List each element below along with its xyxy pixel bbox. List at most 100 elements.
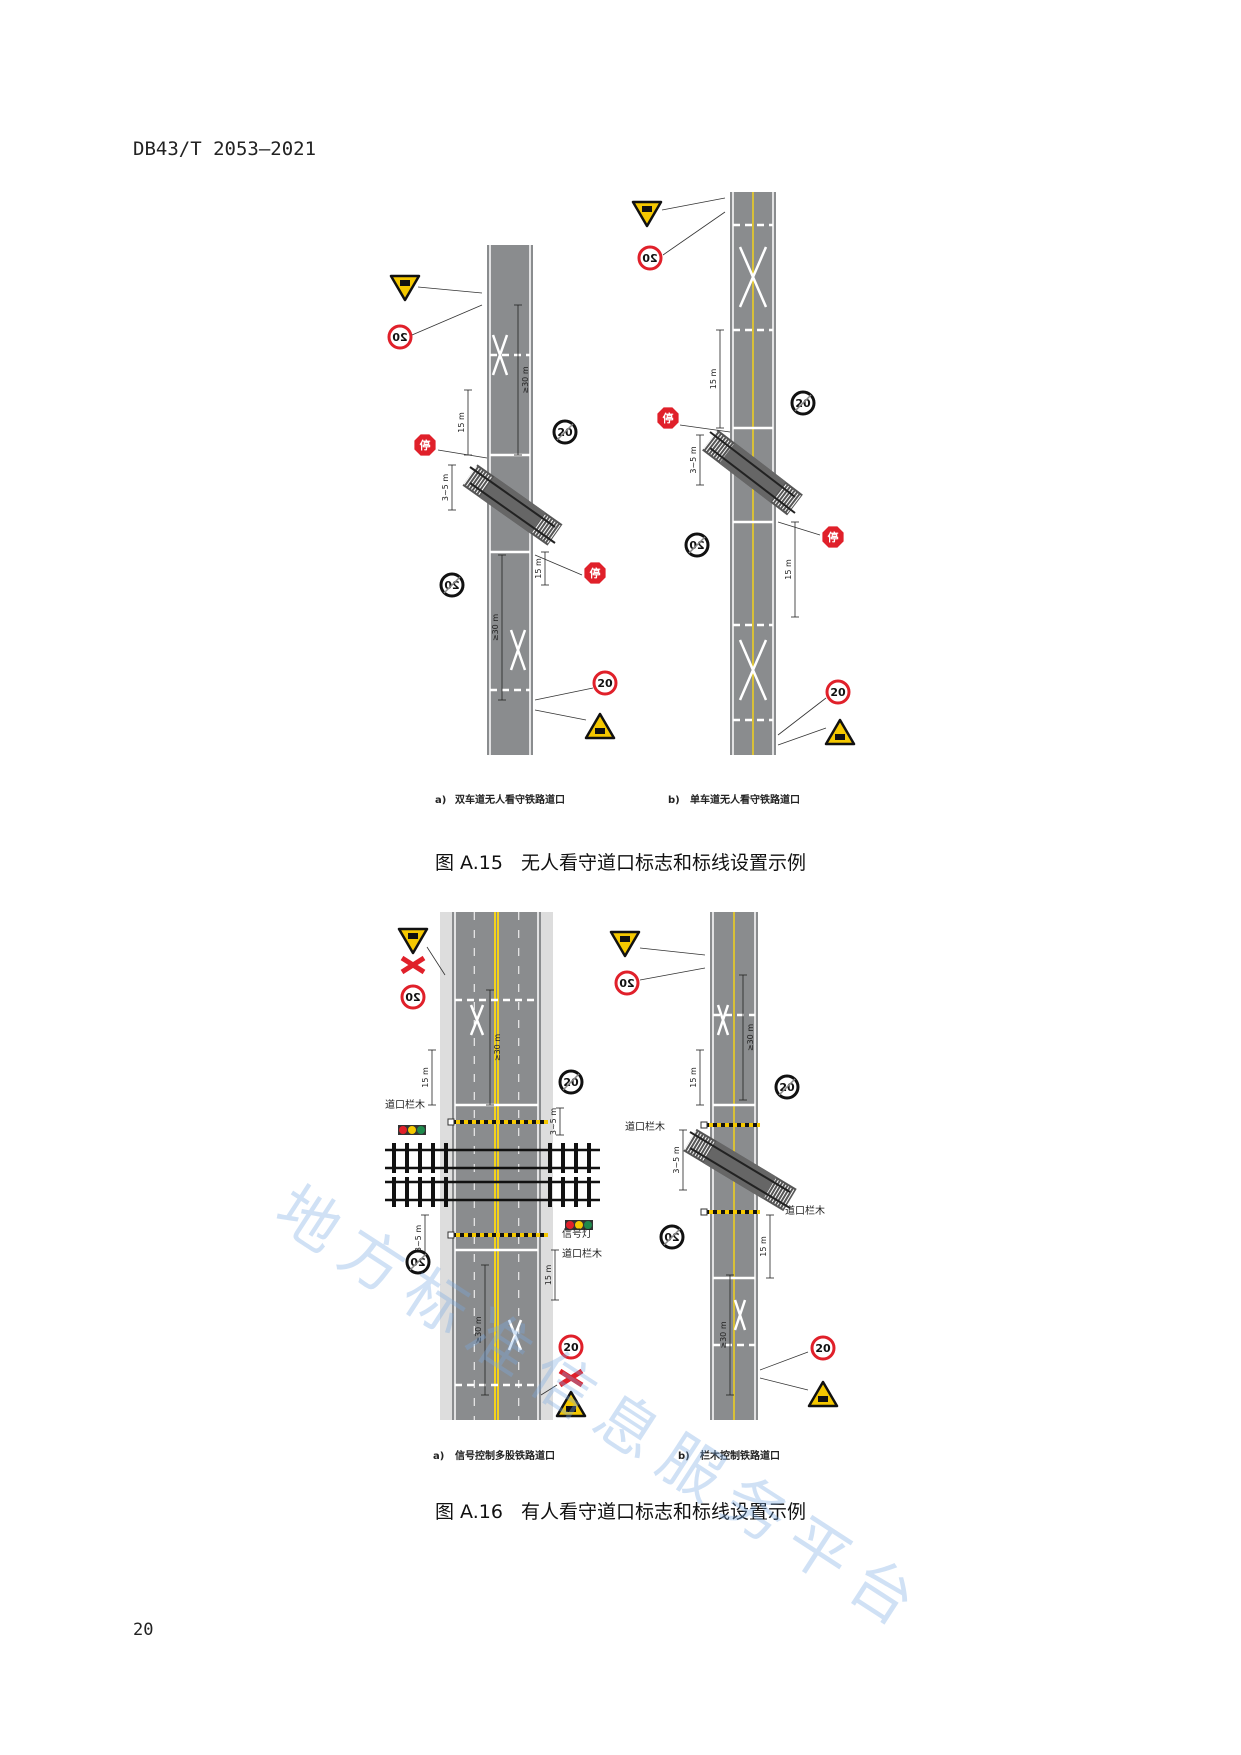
sleeper [574,1143,578,1173]
crossbuck-sign [558,1368,584,1388]
sleeper [548,1143,552,1173]
yield-warning-sign [397,927,429,955]
rail [469,466,556,528]
stop-text: 停 [663,411,674,425]
sleeper [431,1143,435,1173]
leader-line [639,947,706,956]
fig15-sub-a-title: 双车道无人看守铁路道口 [455,793,565,806]
speed-limit-value: 20 [642,252,658,265]
leader-line [777,697,827,736]
signal-light-label: 信号灯 [562,1228,592,1240]
speed-limit-end-sign: 20 [439,572,465,598]
speed-limit-end-sign: 20 [558,1069,584,1095]
warning-triangle [584,712,616,740]
leader-line [534,709,587,721]
dimension-label: 15 m [709,369,718,390]
speed-limit-value: 20 [815,1342,831,1355]
train-icon [408,933,418,939]
leader-line [759,1351,809,1371]
railway-warning-sign [555,1390,587,1418]
railway-warning-sign [807,1380,839,1408]
sleeper [574,1177,578,1207]
leader-line [417,286,483,294]
sleeper [561,1177,565,1207]
crossbuck [400,955,426,975]
sleeper [561,1143,565,1173]
speed-sign-circle [825,679,851,705]
sidewalk [541,912,553,1420]
stop-octagon [821,525,845,549]
fig16-sub-a-label: a) [433,1451,444,1462]
rail [469,482,556,544]
dimension-label: ≥30 m [719,1321,728,1348]
fig15-sub-b-title: 单车道无人看守铁路道口 [690,793,800,806]
speed-sign-circle [810,1335,836,1361]
leader-line [426,946,446,976]
end-slash [443,576,461,594]
warning-triangle [631,200,663,228]
yield-warning-sign [631,200,663,228]
crossing-x-marking [733,1299,747,1331]
sleeper [548,1177,552,1207]
speed-sign-circle [387,324,413,350]
crossing-x-marking [738,639,768,701]
dimension-label: ≥30 m [493,1034,502,1061]
speed-limit-sign: 20 [825,679,851,705]
leader-line [534,554,583,576]
barrier-post [447,1231,455,1239]
fig16-sub-a-title: 信号控制多股铁路道口 [455,1449,555,1462]
leader-line [437,449,488,459]
leader-line [777,727,827,746]
railway-crossing-surface [703,1140,777,1200]
rail [709,447,796,514]
speed-sign-circle [592,670,618,696]
speed-limit-sign: 20 [400,984,426,1010]
signal-lamp [575,1221,583,1229]
end-slash [688,536,706,554]
barrier-label-b: 道口栏木 [785,1204,825,1217]
signal-lamp [408,1126,416,1134]
speed-limit-value: 20 [597,677,613,690]
dimension-label: 15 m [457,412,466,433]
speed-limit-value: 20 [405,991,421,1004]
warning-triangle [389,274,421,302]
dimension-label: 3~5 m [689,446,698,473]
crossbuck [558,1368,584,1388]
sleeper [431,1177,435,1207]
speed-limit-value: 20 [392,331,408,344]
sleeper [405,1177,409,1207]
train-icon [620,936,630,942]
dimension-label: 3~5 m [414,1225,423,1252]
dimension-label: 15 m [534,558,543,579]
sleeper [418,1177,422,1207]
speed-limit-end-sign: 20 [552,419,578,445]
crossing-x-marking [469,1004,485,1036]
fig15-sub-a-label: a) [435,795,446,806]
barrier-label-a: 道口栏木 [562,1247,602,1260]
dimension-label: ≥30 m [521,366,530,393]
end-slash [778,1078,796,1096]
figure-a16-title: 有人看守道口标志和标线设置示例 [520,1501,806,1523]
barrier-label-b-top: 道口栏木 [625,1120,665,1133]
crossing-x-marking [509,629,527,671]
leader-line [759,1377,809,1391]
dimension-label: 15 m [689,1067,698,1088]
end-slash [562,1073,580,1091]
rail [689,1147,791,1209]
speed-limit-sign: 20 [558,1334,584,1360]
dimension-label: 15 m [759,1236,768,1257]
speed-limit-sign: 20 [810,1335,836,1361]
sleeper [587,1177,591,1207]
stop-octagon [656,406,680,430]
leader-line [661,197,726,211]
crossing-x-marking [738,246,768,308]
sleeper [444,1143,448,1173]
speed-limit-end-sign: 20 [774,1074,800,1100]
speed-sign-circle [637,245,663,271]
end-slash [794,394,812,412]
signal-lamp [399,1126,407,1134]
train-icon [835,734,845,740]
speed-sign-circle [400,984,426,1010]
railway-crossing-surface [719,442,786,503]
